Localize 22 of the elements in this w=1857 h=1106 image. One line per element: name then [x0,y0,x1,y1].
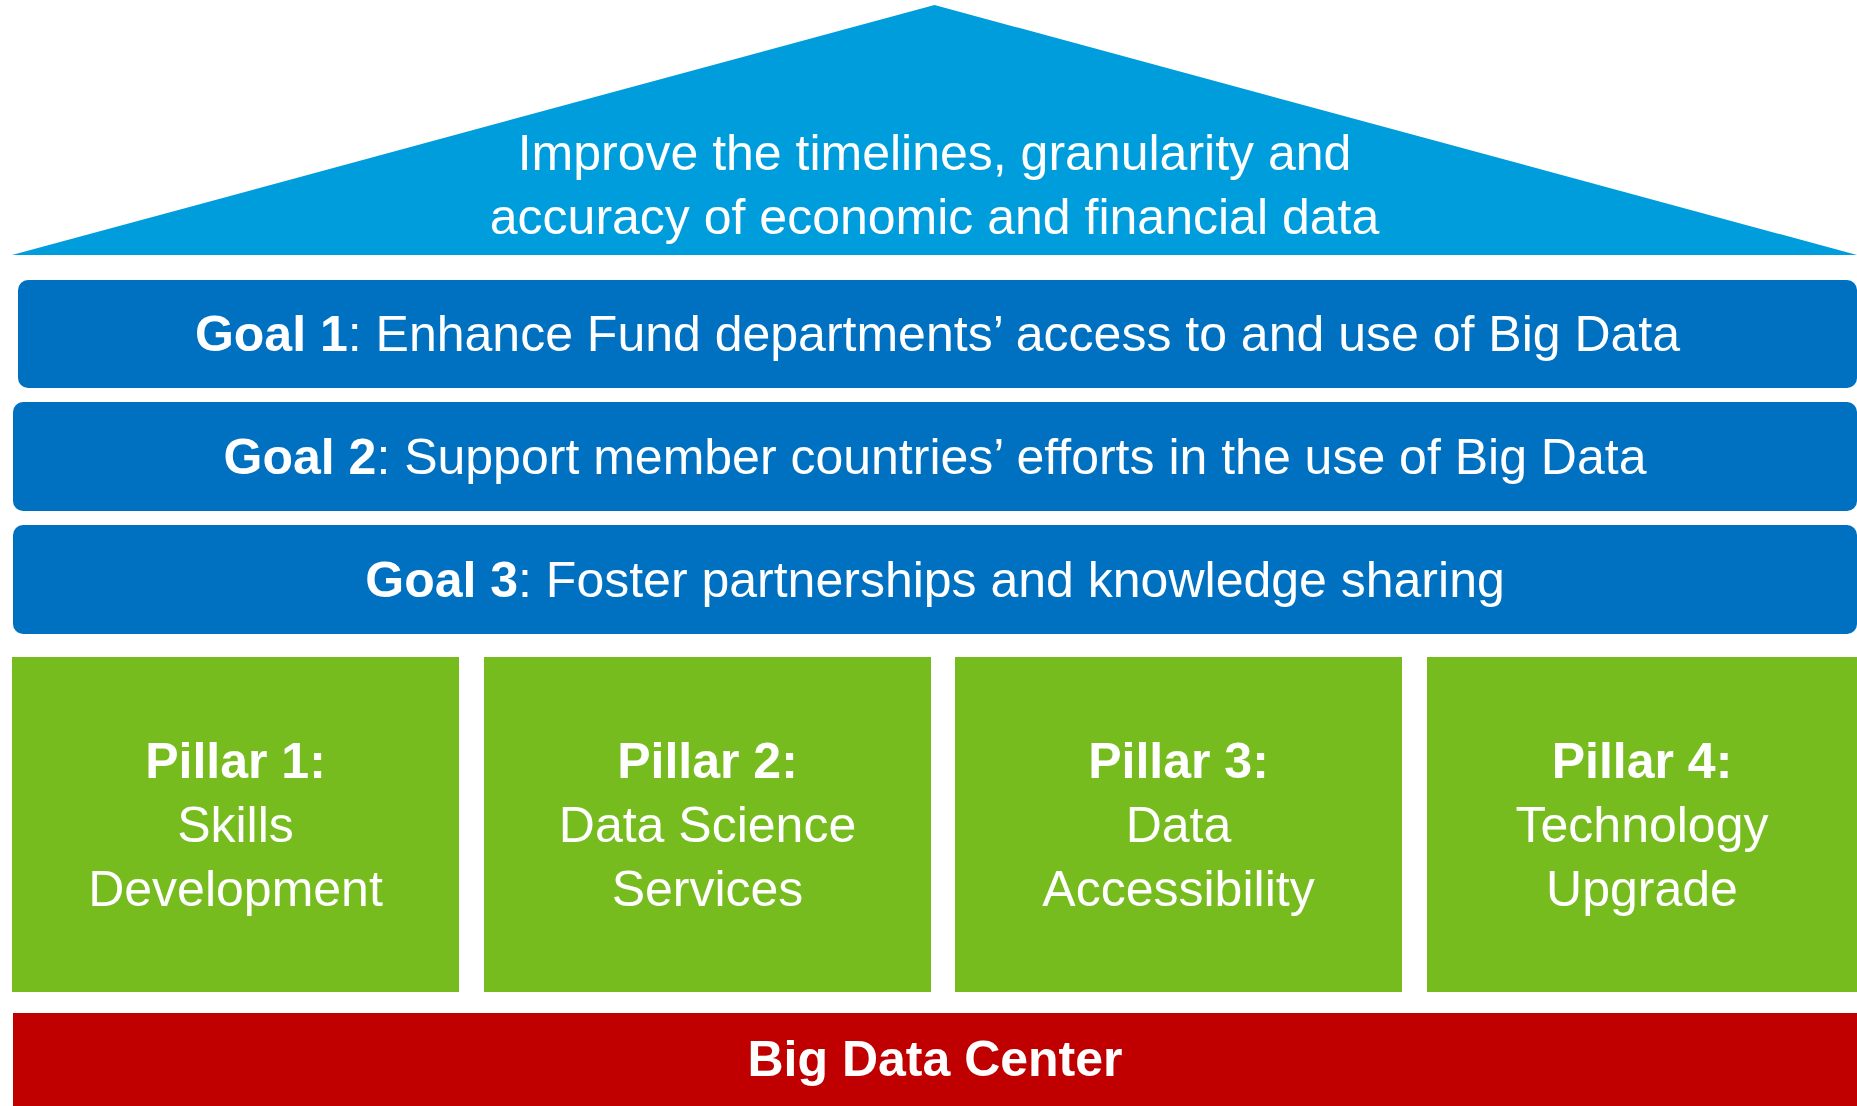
pillar-title: Skills Development [87,795,384,919]
pillar-heading: Pillar 3: [1087,731,1270,791]
goal-statement: Goal 3: Foster partnerships and knowledge sharing [365,550,1505,610]
goal-statement: Goal 1: Enhance Fund departments’ access to and use of Big Data [194,305,1681,364]
pillar-title: Data Accessibility [1041,795,1316,919]
pillar-title: Data Science Services [557,795,858,919]
base-title: Big Data Center [747,1030,1123,1089]
pillar-heading: Pillar 4: [1550,731,1734,791]
pillar-box [955,657,1402,992]
pillar-heading: Pillar 2: [616,731,799,791]
goal-bar [18,280,1857,388]
roof-triangle [12,5,1857,255]
vision-statement: Improve the timelines, granularity and accuracy of economic and financial data [488,124,1381,247]
goal-statement: Goal 2: Support member countries’ efforts in the use of Big Data [223,427,1647,487]
pillar-title: Technology Upgrade [1514,795,1770,919]
pillar-box [484,657,931,992]
pillar-heading: Pillar 1: [144,731,327,791]
pillar-box [1427,657,1857,992]
goal-bar [13,525,1857,634]
base-bar [13,1013,1857,1106]
goal-bar [13,402,1857,511]
pillar-box [12,657,459,992]
